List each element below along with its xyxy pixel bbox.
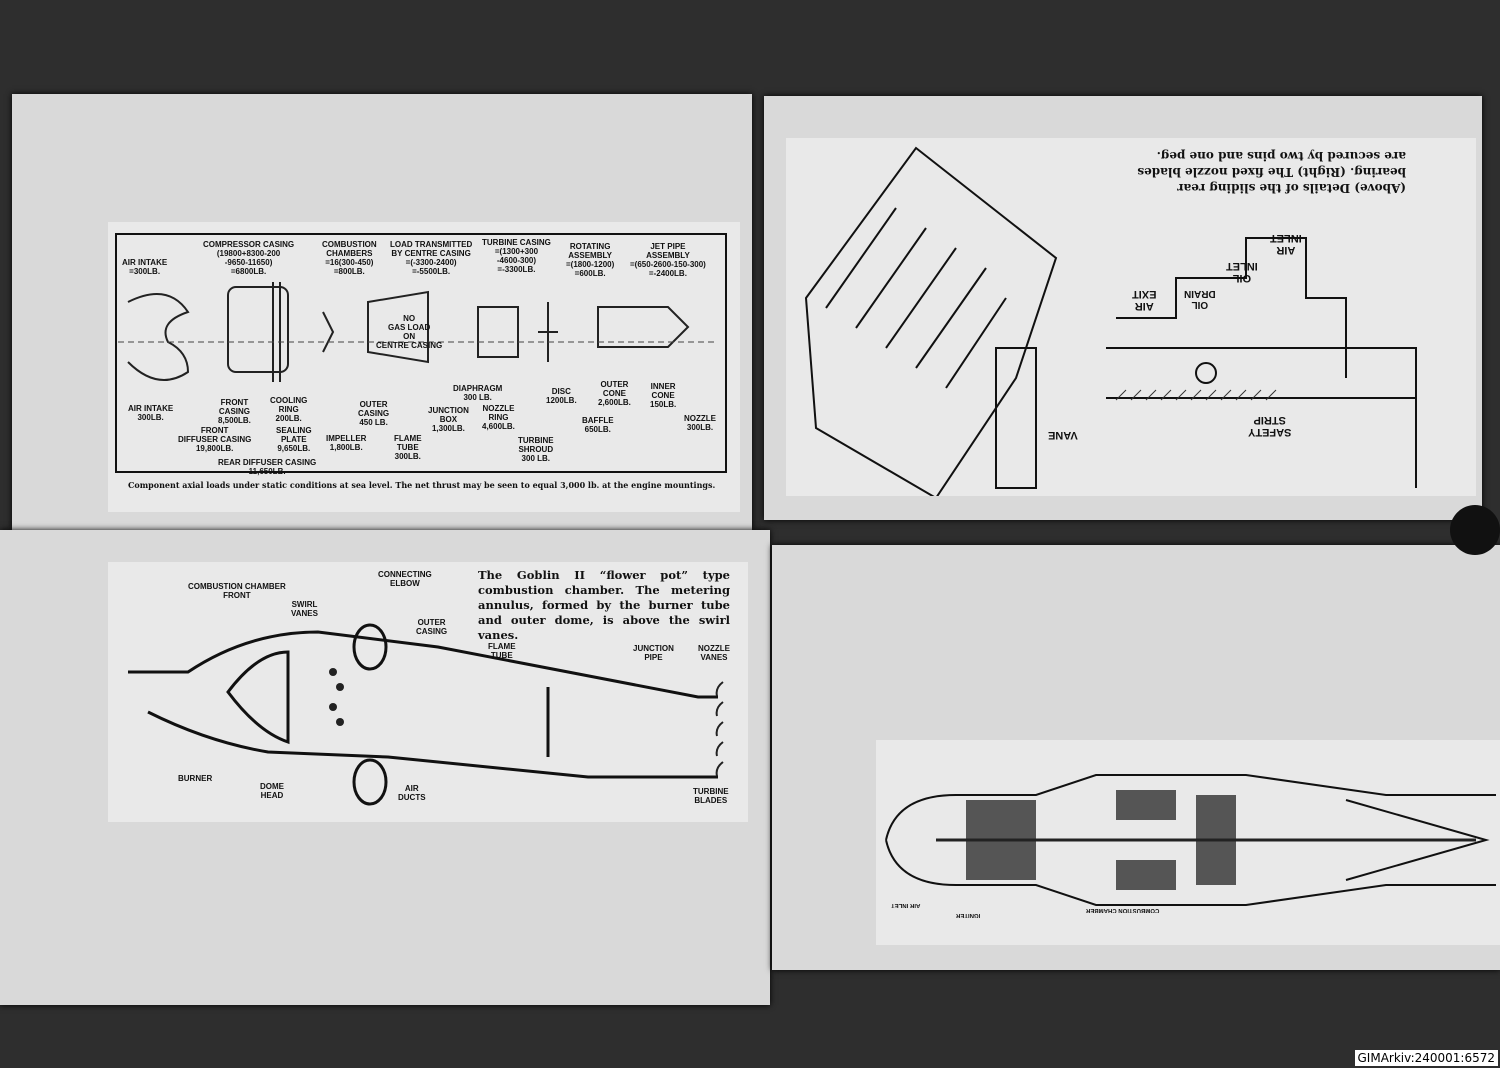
label-air-intake: AIR INTAKE 300LB. bbox=[128, 404, 174, 422]
label-vane: VANE bbox=[1048, 429, 1078, 441]
header-rotating-assembly: ROTATING ASSEMBLY =(1800-1200) =600LB. bbox=[566, 242, 615, 278]
header-combustion-chambers: COMBUSTION CHAMBERS =16(300-450) =800LB. bbox=[322, 240, 377, 276]
header-jet-pipe: JET PIPE ASSEMBLY =(650-2600-150-300) =-… bbox=[630, 242, 706, 278]
label-nozzle-vanes: NOZZLE VANES bbox=[698, 644, 730, 662]
label-swirl-vanes: SWIRL VANES bbox=[291, 600, 318, 618]
label-nozzle-ring: NOZZLE RING 4,600LB. bbox=[482, 404, 515, 431]
label-cooling-ring: COOLING RING 200LB. bbox=[270, 396, 308, 423]
combustion-chamber-drawing bbox=[128, 623, 724, 806]
label-nozzle: NOZZLE 300LB. bbox=[684, 414, 716, 432]
label-flame-tube: FLAME TUBE bbox=[488, 642, 516, 660]
label-no-gas-load: NO GAS LOAD ON CENTRE CASING bbox=[376, 314, 443, 350]
combustion-caption: The Goblin II “flower pot” type combusti… bbox=[478, 568, 730, 642]
label-igniter: IGNITER bbox=[956, 912, 981, 918]
header-compressor-casing: COMPRESSOR CASING (19800+8300-200 -9650-… bbox=[203, 240, 295, 276]
label-diaphragm: DIAPHRAGM 300 LB. bbox=[453, 384, 503, 402]
header-centre-casing: LOAD TRANSMITTED BY CENTRE CASING =(-330… bbox=[390, 240, 473, 276]
label-junction-box: JUNCTION BOX 1,300LB. bbox=[428, 406, 469, 433]
load-diagram: AIR INTAKE =300LB. COMPRESSOR CASING (19… bbox=[108, 222, 740, 512]
label-junction-pipe: JUNCTION PIPE bbox=[633, 644, 674, 662]
label-turbine-shroud: TURBINE SHROUD 300 LB. bbox=[518, 436, 554, 463]
header-air-intake: AIR INTAKE =300LB. bbox=[122, 258, 168, 276]
label-air-inlet: AIR INLET bbox=[1270, 232, 1302, 256]
bearing-caption: (Above) Details of the sliding rear bear… bbox=[1137, 149, 1406, 195]
label-air-inlet: AIR INLET bbox=[891, 902, 921, 908]
label-turbine-blades: TURBINE BLADES bbox=[693, 787, 729, 805]
label-air-exit: AIR EXIT bbox=[1132, 288, 1157, 312]
label-combustion-chamber: COMBUSTION CHAMBER bbox=[1086, 907, 1160, 913]
label-baffle: BAFFLE 650LB. bbox=[582, 416, 614, 434]
bearing-diagram: (Above) Details of the sliding rear bear… bbox=[786, 138, 1476, 496]
combustion-diagram: The Goblin II “flower pot” type combusti… bbox=[108, 562, 748, 822]
label-dome-head: DOME HEAD bbox=[260, 782, 284, 800]
label-oil-drain: OIL DRAIN bbox=[1184, 288, 1216, 310]
label-outer-cone: OUTER CONE 2,600LB. bbox=[598, 380, 631, 407]
label-front-diffuser: FRONT DIFFUSER CASING 19,800LB. bbox=[178, 426, 252, 453]
label-air-ducts: AIR DUCTS bbox=[398, 784, 426, 802]
load-diagram-caption: Component axial loads under static condi… bbox=[128, 480, 716, 490]
label-disc: DISC 1200LB. bbox=[546, 387, 577, 405]
label-inner-cone: INNER CONE 150LB. bbox=[650, 382, 677, 409]
label-connecting-elbow: CONNECTING ELBOW bbox=[378, 570, 432, 588]
label-combustion-chamber-front: COMBUSTION CHAMBER FRONT bbox=[188, 582, 286, 600]
bearing-drawing bbox=[804, 146, 1417, 496]
label-safety-strip: SAFETY STRIP bbox=[1248, 414, 1292, 438]
label-sealing-plate: SEALING PLATE 9,650LB. bbox=[276, 426, 312, 453]
label-burner: BURNER bbox=[178, 774, 213, 783]
label-outer-casing: OUTER CASING 450 LB. bbox=[358, 400, 390, 427]
label-flame-tube: FLAME TUBE 300LB. bbox=[394, 434, 422, 461]
mounting-pin bbox=[1450, 505, 1500, 555]
engine-section-diagram: AIR INLET IGNITER COMBUSTION CHAMBER bbox=[876, 740, 1500, 945]
archive-watermark: GIMArkiv:240001:6572 bbox=[1354, 1050, 1498, 1066]
load-diagram-lines bbox=[115, 233, 727, 473]
label-impeller: IMPELLER 1,800LB. bbox=[326, 434, 367, 452]
header-turbine-casing: TURBINE CASING =(1300+300 -4600-300) =-3… bbox=[482, 238, 551, 274]
engine-section-drawing bbox=[885, 774, 1496, 906]
label-rear-diffuser: REAR DIFFUSER CASING 11,650LB. bbox=[218, 458, 317, 476]
label-front-casing: FRONT CASING 8,500LB. bbox=[218, 398, 251, 425]
label-outer-casing: OUTER CASING bbox=[416, 618, 448, 636]
label-oil-inlet: OIL INLET bbox=[1226, 260, 1258, 284]
